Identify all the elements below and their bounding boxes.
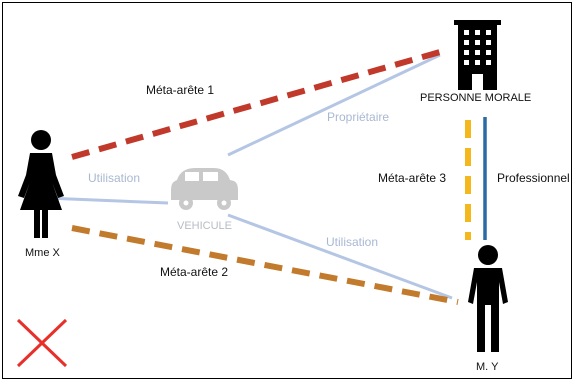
node-person-y-label: M. Y bbox=[476, 361, 499, 373]
edge-use-x-label: Utilisation bbox=[88, 171, 141, 185]
edge-meta1-line bbox=[71, 49, 441, 160]
node-person-x-label: Mme X bbox=[25, 247, 60, 259]
edge-meta1-label: Méta-arête 1 bbox=[146, 83, 215, 97]
edge-use-y-line bbox=[227, 213, 453, 300]
edge-use-x-line bbox=[45, 196, 169, 205]
woman-icon bbox=[18, 130, 64, 238]
edge-meta3-label: Méta-arête 3 bbox=[378, 171, 447, 185]
edge-meta2-label: Méta-arête 2 bbox=[160, 265, 229, 279]
edge-owner-label: Propriétaire bbox=[327, 110, 390, 124]
man-icon bbox=[468, 245, 508, 352]
cross-icon bbox=[16, 318, 68, 368]
edge-use-y-label: Utilisation bbox=[326, 235, 379, 249]
edge-pro-label: Professionnel bbox=[497, 171, 570, 185]
building-icon bbox=[454, 20, 501, 90]
node-company-label: PERSONNE MORALE bbox=[420, 92, 532, 104]
car-icon bbox=[171, 168, 238, 210]
node-vehicle-label: VEHICULE bbox=[177, 220, 233, 232]
edge-meta2-line bbox=[71, 225, 459, 305]
edge-owner-line bbox=[227, 53, 441, 157]
